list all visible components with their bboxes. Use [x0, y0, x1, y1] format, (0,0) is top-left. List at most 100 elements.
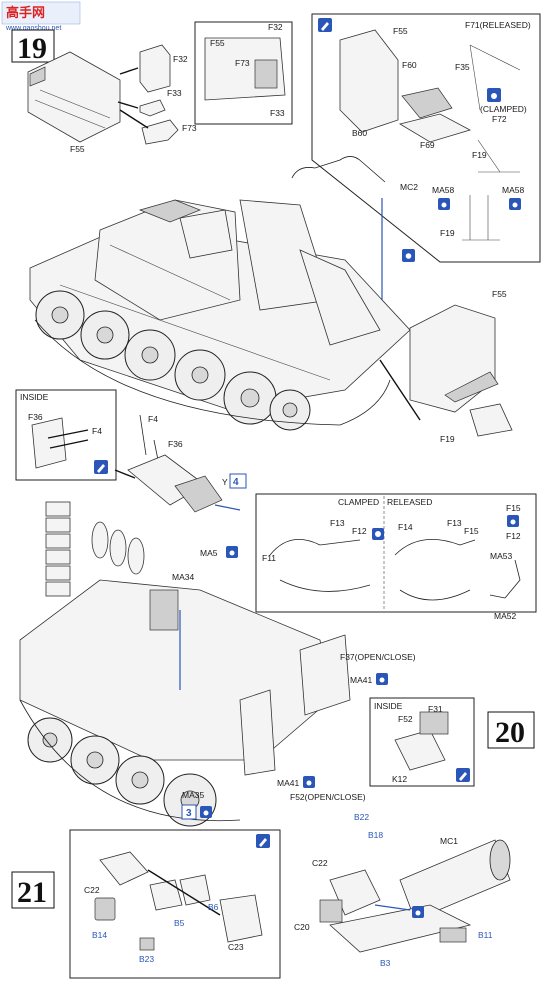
label-f15-side: F15	[506, 503, 521, 513]
label-f12: F12	[352, 526, 367, 536]
watermark-brand: 高手网	[6, 5, 45, 21]
label-ma58-right: MA58	[502, 185, 524, 195]
brush-icon	[318, 18, 332, 32]
label-released: RELEASED	[387, 497, 432, 507]
label-b6: B6	[208, 902, 219, 912]
gun-breech-assembly: B22 B18 MC1 C22 C20 B11 B3	[294, 812, 511, 968]
label-f11: F11	[262, 553, 276, 563]
label-ma52: MA52	[494, 611, 516, 621]
step-21-number: 21	[11, 871, 55, 909]
label-f35: F35	[455, 62, 470, 72]
label-ma53: MA53	[490, 551, 512, 561]
label-k12: K12	[392, 774, 407, 784]
watermark-logo: 高手网 www.gaoshou.net	[1, 1, 81, 32]
brush-icon	[256, 834, 270, 848]
rear-panel-exploded-left: F32 F33 F73 F55	[27, 44, 197, 154]
cement-drop-icon	[412, 906, 424, 918]
label-ma35: MA35	[182, 790, 204, 800]
parts-tree-icon: 4	[229, 473, 247, 489]
clamp-icon	[372, 528, 384, 540]
label-f15: F15	[464, 526, 479, 536]
ammo-racks	[45, 501, 71, 597]
label-ma58-left: MA58	[432, 185, 454, 195]
inset-clamped-released: CLAMPED RELEASED F13 F12 F11 F14 F13 F15	[255, 493, 537, 613]
label-inside-f52: INSIDE	[374, 701, 403, 711]
label-f13-released: F13	[447, 518, 462, 528]
label-clamped: CLAMPED	[338, 497, 379, 507]
inset-top-middle: F32 F55 F73 F33	[194, 21, 293, 125]
inset-inside-f52: INSIDE F52 F31 K12	[369, 697, 475, 787]
label-b23: B23	[139, 954, 154, 964]
label-c20: C20	[294, 922, 310, 932]
inset-inside-f36: INSIDE F36 F4	[15, 389, 117, 481]
brush-icon	[456, 768, 470, 782]
side-parts-f15-f12: F15 F12 MA53 MA52	[489, 503, 521, 621]
svg-text:21: 21	[17, 876, 47, 909]
label-f33-inset: F33	[270, 108, 285, 118]
label-f69: F69	[420, 140, 435, 150]
label-mc1: MC1	[440, 836, 458, 846]
road-wheels-19	[35, 290, 311, 431]
label-f55-inset: F55	[210, 38, 225, 48]
label-ma5: MA5	[200, 548, 218, 558]
svg-text:3: 3	[186, 808, 192, 819]
label-f19-lower: F19	[440, 228, 455, 238]
label-f36: F36	[168, 439, 183, 449]
label-c22: C22	[84, 885, 100, 895]
label-b60: B60	[352, 128, 367, 138]
vehicle-hull-step-19	[29, 199, 411, 431]
cement-drop-icon	[376, 673, 388, 685]
label-f71: F71(RELEASED)	[465, 20, 531, 30]
label-f4-inset: F4	[92, 426, 102, 436]
label-f72: F72	[492, 114, 507, 124]
label-f73-inset: F73	[235, 58, 250, 68]
label-f32: F32	[173, 54, 188, 64]
label-ma41-lower: MA41	[277, 778, 299, 788]
label-f55-door: F55	[492, 289, 507, 299]
cement-drop-icon	[226, 546, 238, 558]
label-inside: INSIDE	[20, 392, 49, 402]
label-b18: B18	[368, 830, 383, 840]
svg-text:19: 19	[17, 32, 47, 65]
label-f33: F33	[167, 88, 182, 98]
inset-top-right: F71(RELEASED) F55 F60 F35 (CLAMPED) F72 …	[311, 13, 541, 263]
shell-canisters	[91, 521, 145, 575]
cement-drop-icon	[303, 776, 315, 788]
label-f52: F52	[398, 714, 413, 724]
step-20-number: 20	[487, 711, 535, 749]
label-mc2: MC2	[400, 182, 418, 192]
cement-drop-icon	[487, 88, 501, 102]
label-y: Y	[222, 477, 228, 487]
label-b14: B14	[92, 930, 107, 940]
label-f4: F4	[148, 414, 158, 424]
label-f37: F37(OPEN/CLOSE)	[340, 652, 416, 662]
label-f19: F19	[472, 150, 487, 160]
label-clamped-inset: (CLAMPED)	[480, 104, 527, 114]
label-f14: F14	[398, 522, 413, 532]
label-c22-right: C22	[312, 858, 328, 868]
label-f12-side: F12	[506, 531, 521, 541]
label-f13: F13	[330, 518, 345, 528]
rear-door-panel-right: F55 F19	[379, 289, 513, 444]
inset-step-21: C22 B5 B6 B14 C23 B23	[69, 829, 281, 979]
label-f31: F31	[428, 704, 443, 714]
label-f32-inset: F32	[268, 22, 283, 32]
cement-drop-icon	[438, 198, 450, 210]
label-ma34: MA34	[172, 572, 194, 582]
road-wheels-20	[27, 717, 217, 827]
label-f52-open-close: F52(OPEN/CLOSE)	[290, 792, 366, 802]
label-f19-door: F19	[440, 434, 455, 444]
label-f60: F60	[402, 60, 417, 70]
svg-text:20: 20	[495, 716, 525, 749]
label-f36-inset: F36	[28, 412, 43, 422]
label-f73: F73	[182, 123, 197, 133]
label-b5: B5	[174, 918, 185, 928]
brush-icon	[94, 460, 108, 474]
label-b3: B3	[380, 958, 391, 968]
label-f55-right: F55	[393, 26, 408, 36]
watermark-url: www.gaoshou.net	[5, 25, 61, 32]
cement-drop-icon	[402, 249, 415, 262]
mc2-wire: MC2	[291, 156, 418, 345]
svg-text:4: 4	[233, 477, 239, 488]
